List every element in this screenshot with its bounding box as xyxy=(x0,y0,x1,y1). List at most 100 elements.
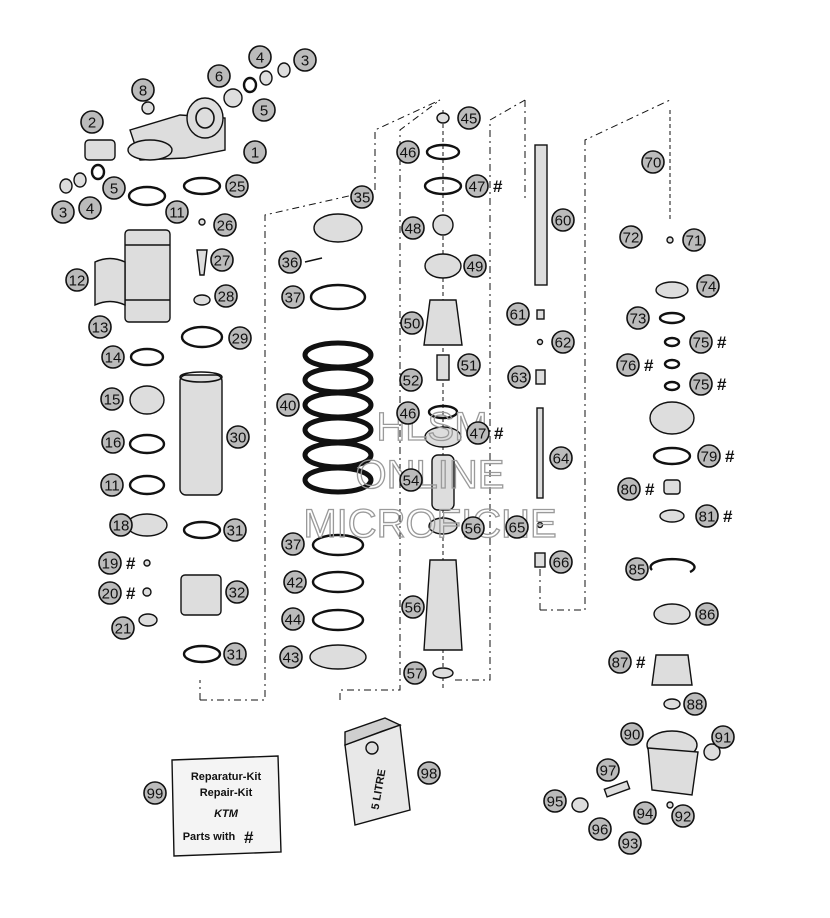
callout-number: 97 xyxy=(600,763,617,780)
callout-number: 48 xyxy=(405,221,422,238)
callout-circle xyxy=(101,430,125,454)
callout-number: 35 xyxy=(354,190,371,207)
callout-75: 75# xyxy=(689,372,727,396)
callout-54: 54 xyxy=(399,468,423,492)
callout-number: 43 xyxy=(283,650,300,667)
callout-number: 32 xyxy=(229,585,246,602)
callout-number: 3 xyxy=(59,205,67,222)
callout-circle xyxy=(51,200,75,224)
callout-circle xyxy=(695,504,719,528)
callout-circle xyxy=(457,353,481,377)
repair-kit-hash: # xyxy=(723,507,733,526)
reservoir-parts xyxy=(94,185,171,627)
callout-11: 11 xyxy=(165,200,189,224)
callout-number: 5 xyxy=(260,103,268,120)
callout-95: 95 xyxy=(543,789,567,813)
callout-circle xyxy=(165,200,189,224)
callout-number: 75 xyxy=(693,335,710,352)
callout-circle xyxy=(689,372,713,396)
callout-number: 86 xyxy=(699,607,716,624)
callout-71: 71 xyxy=(682,228,706,252)
callout-14: 14 xyxy=(101,345,125,369)
callout-28: 28 xyxy=(214,284,238,308)
callout-number: 66 xyxy=(553,555,570,572)
callout-87: 87# xyxy=(608,650,646,674)
callout-number: 76 xyxy=(620,358,637,375)
callout-circle xyxy=(551,330,575,354)
callout-circle xyxy=(689,330,713,354)
kit-line2: Repair-Kit xyxy=(200,787,253,799)
callout-circle xyxy=(549,550,573,574)
callout-circle xyxy=(214,284,238,308)
callout-number: 87 xyxy=(612,655,629,672)
callout-25: 25 xyxy=(225,174,249,198)
callout-number: 2 xyxy=(88,115,96,132)
callout-number: 26 xyxy=(217,218,234,235)
callout-circle xyxy=(111,616,135,640)
callout-37: 37 xyxy=(281,532,305,556)
callout-63: 63 xyxy=(507,365,531,389)
watermark-line2: ONLINE xyxy=(356,453,505,497)
callout-circle xyxy=(109,513,133,537)
callout-31: 31 xyxy=(223,642,247,666)
callout-circle xyxy=(281,285,305,309)
callout-3: 3 xyxy=(293,48,317,72)
callout-circle xyxy=(543,789,567,813)
callout-number: 64 xyxy=(553,451,570,468)
callout-number: 13 xyxy=(92,320,109,337)
callout-number: 6 xyxy=(215,69,223,86)
callout-circle xyxy=(252,98,276,122)
callout-number: 37 xyxy=(285,537,302,554)
callout-number: 57 xyxy=(407,666,424,683)
callout-42: 42 xyxy=(283,570,307,594)
callout-circle xyxy=(400,311,424,335)
callout-circle xyxy=(641,150,665,174)
callout-92: 92 xyxy=(671,804,695,828)
callout-number: 47 xyxy=(470,426,487,443)
damper-body-parts xyxy=(179,176,224,664)
callout-number: 88 xyxy=(687,697,704,714)
callout-circle xyxy=(243,140,267,164)
callout-number: 49 xyxy=(467,259,484,276)
callout-15: 15 xyxy=(100,387,124,411)
callout-number: 40 xyxy=(280,398,297,415)
repair-kit-hash: # xyxy=(493,177,503,196)
spring-parts xyxy=(302,213,374,670)
callout-circle xyxy=(711,725,735,749)
callout-circle xyxy=(401,216,425,240)
callout-number: 73 xyxy=(630,311,647,328)
callout-number: 56 xyxy=(465,521,482,538)
callout-86: 86 xyxy=(695,602,719,626)
callout-19: 19# xyxy=(98,551,136,575)
callout-number: 85 xyxy=(629,562,646,579)
callout-circle xyxy=(507,365,531,389)
callout-number: 50 xyxy=(404,316,421,333)
callout-number: 95 xyxy=(547,794,564,811)
callout-6: 6 xyxy=(207,64,231,88)
callout-circle xyxy=(549,446,573,470)
callout-43: 43 xyxy=(279,645,303,669)
callout-13: 13 xyxy=(88,315,112,339)
callout-35: 35 xyxy=(350,185,374,209)
piston-rod-parts xyxy=(423,110,463,690)
callout-circle xyxy=(617,477,641,501)
callout-number: 70 xyxy=(645,155,662,172)
callout-circle xyxy=(248,45,272,69)
callout-62: 62 xyxy=(551,330,575,354)
repair-kit-hash: # xyxy=(644,356,654,375)
callout-number: 18 xyxy=(113,518,130,535)
callout-circle xyxy=(143,781,167,805)
callout-52: 52 xyxy=(399,368,423,392)
callout-circle xyxy=(588,817,612,841)
repair-kit-hash: # xyxy=(725,447,735,466)
callout-circle xyxy=(88,315,112,339)
callout-number: 14 xyxy=(105,350,122,367)
callout-number: 4 xyxy=(256,50,264,67)
compression-adjuster-parts xyxy=(571,110,721,813)
callout-circle xyxy=(101,345,125,369)
callout-30: 30 xyxy=(226,425,250,449)
callout-97: 97 xyxy=(596,758,620,782)
callout-circle xyxy=(457,106,481,130)
repair-kit-card: Reparatur-Kit Repair-Kit KTM Parts with … xyxy=(171,755,282,857)
